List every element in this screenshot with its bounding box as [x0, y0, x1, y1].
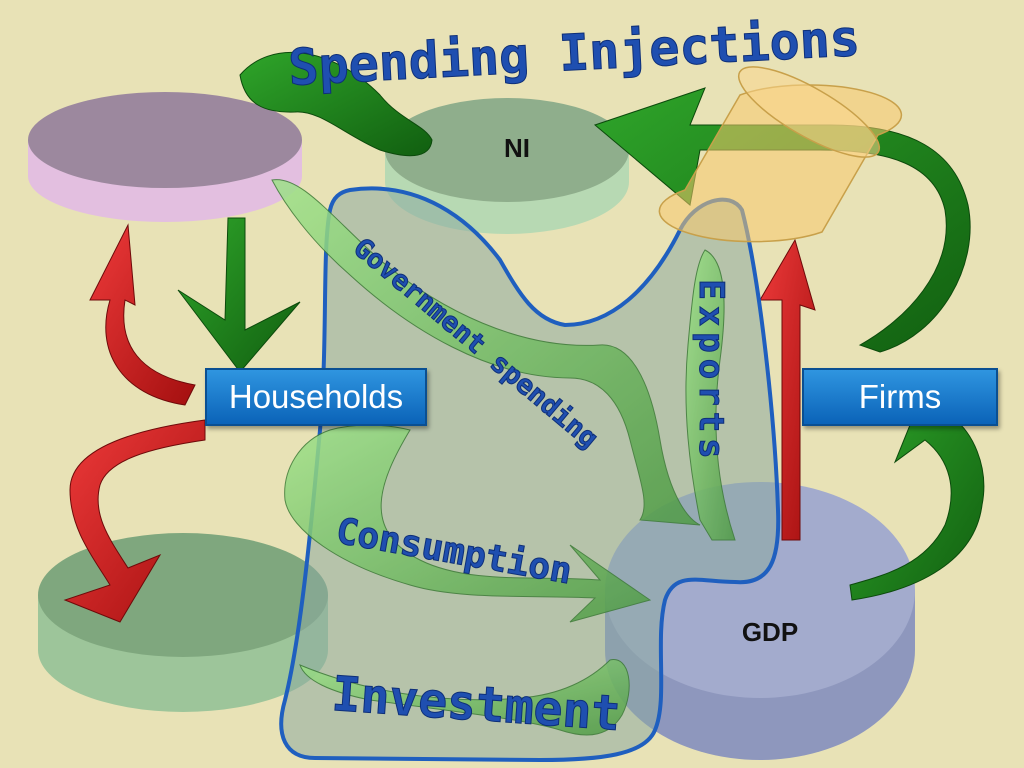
consumption-arrow — [284, 424, 652, 623]
households-to-ni-arrow — [239, 51, 433, 157]
gdp-to-firms-arrow — [759, 238, 816, 541]
households-box: Households — [205, 368, 427, 426]
households-label: Households — [228, 378, 404, 415]
households-disk — [28, 92, 302, 222]
leakage-disk — [658, 66, 903, 243]
savings-disk — [38, 533, 328, 712]
exports-arrow — [685, 249, 736, 541]
firms-box: Firms — [802, 368, 998, 426]
households-down-arrow — [177, 217, 301, 373]
ni-label: NI — [504, 133, 530, 163]
exports-label: Exports — [691, 279, 731, 464]
firms-label: Firms — [858, 378, 942, 415]
red-loop-arrow-upper — [89, 223, 196, 406]
red-loop-arrow-lower — [63, 419, 206, 623]
investment-arrow — [299, 659, 630, 736]
government-spending-arrow — [271, 179, 701, 526]
gdp-label: GDP — [742, 617, 798, 647]
